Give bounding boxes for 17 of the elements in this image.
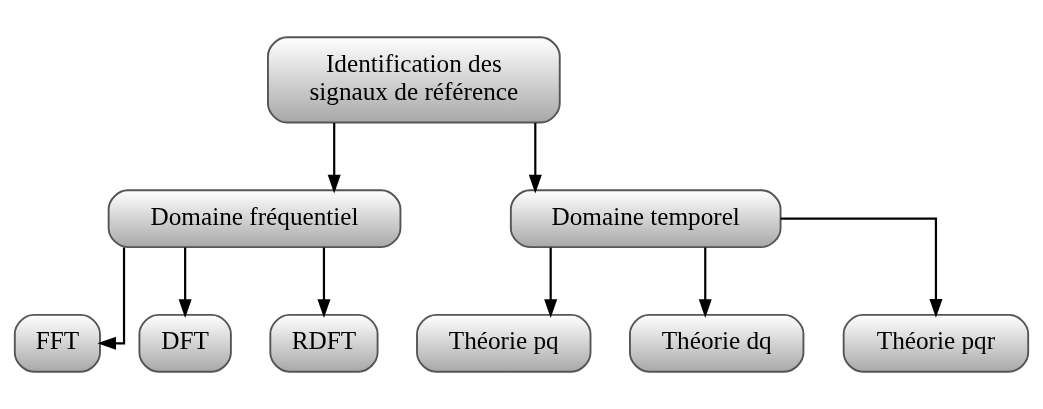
node-box: Identification des signaux de référence xyxy=(267,36,561,124)
arrow xyxy=(544,247,558,318)
node-box: Théorie pqr xyxy=(842,313,1030,373)
node-box: Domaine fréquentiel xyxy=(107,189,402,249)
arrow xyxy=(178,247,192,318)
arrow xyxy=(97,247,126,350)
node-box: Domaine temporel xyxy=(509,189,782,249)
node-box: Théorie dq xyxy=(629,313,805,373)
node-box: Théorie pq xyxy=(416,313,592,373)
arrow xyxy=(698,247,712,318)
node-box: DFT xyxy=(138,313,232,373)
arrow xyxy=(528,123,542,194)
arrow xyxy=(780,217,943,318)
node-box: FFT xyxy=(13,313,101,373)
arrow xyxy=(327,123,341,194)
arrow xyxy=(317,247,331,318)
node-box: RDFT xyxy=(269,313,379,373)
